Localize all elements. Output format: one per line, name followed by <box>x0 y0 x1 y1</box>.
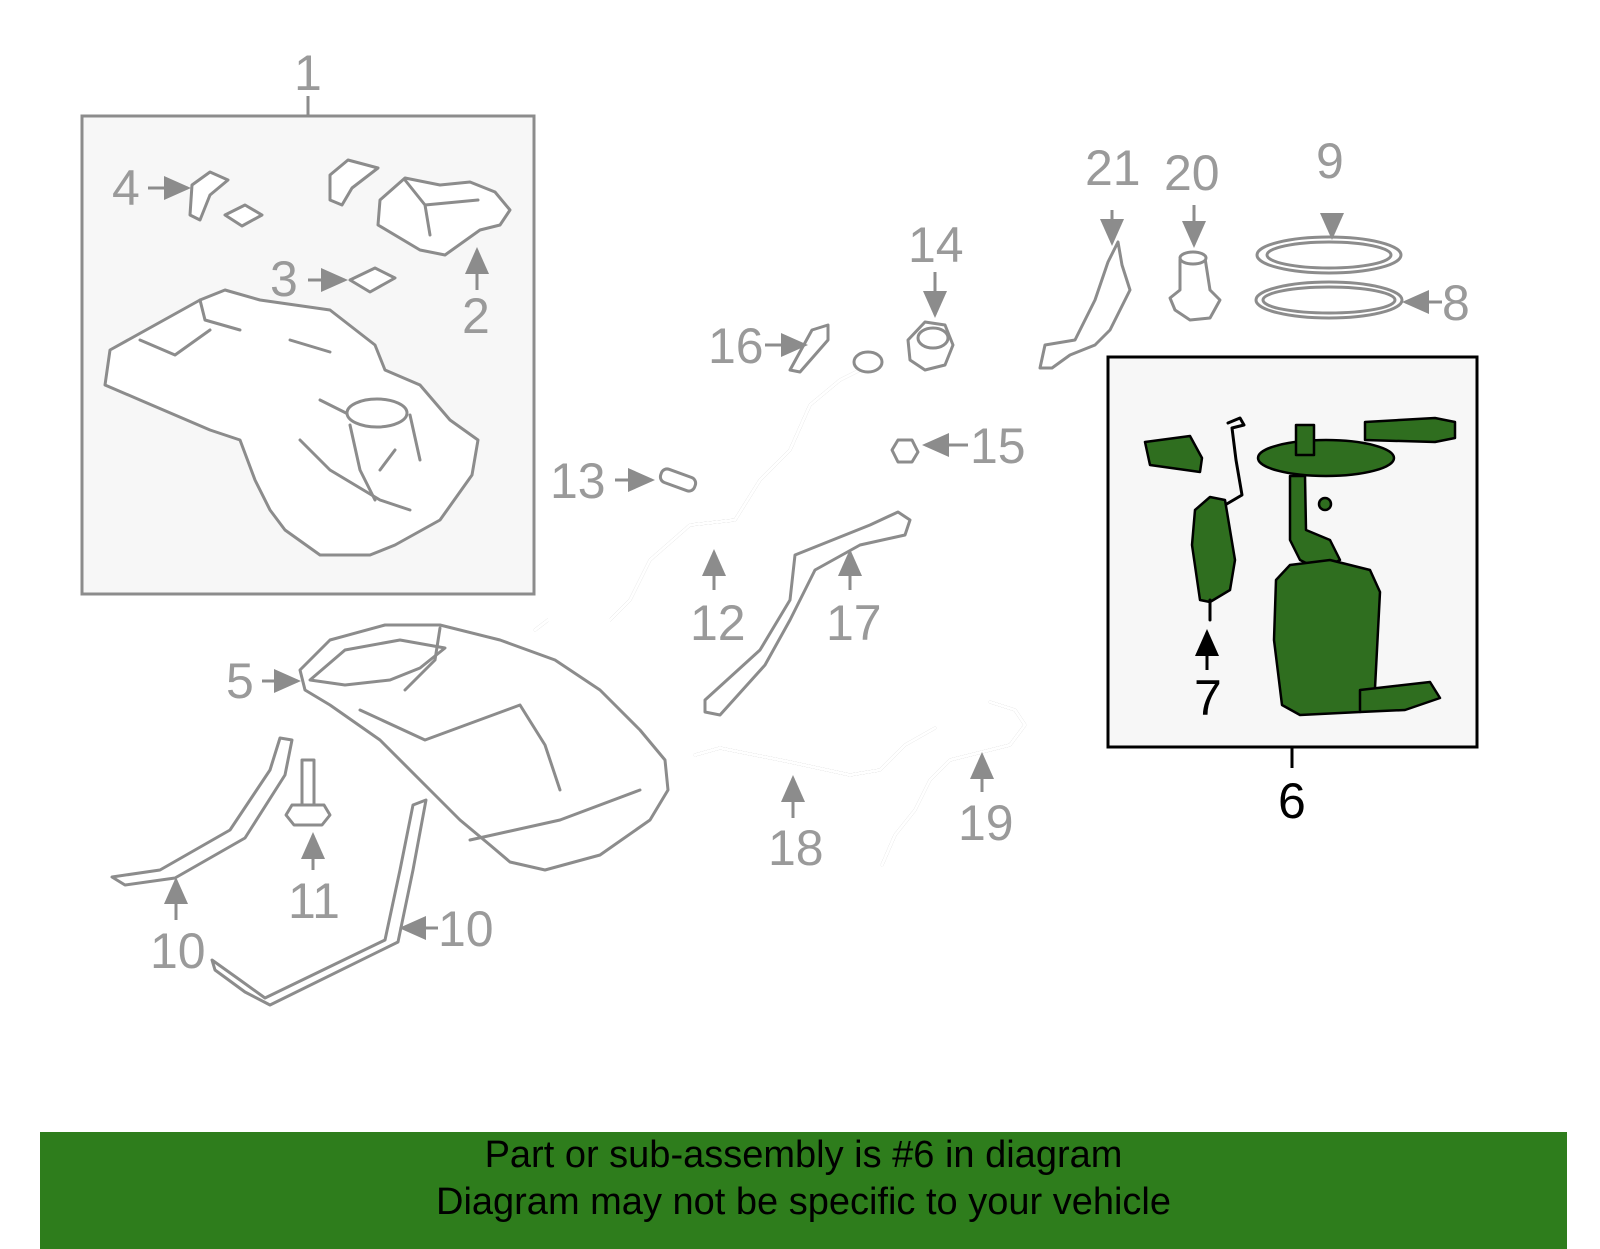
bracket-part-16[interactable] <box>788 323 830 374</box>
lock-ring-part-9[interactable] <box>1255 235 1403 275</box>
banner-line-2: Diagram may not be specific to your vehi… <box>436 1181 1171 1223</box>
callout-4[interactable]: 4 <box>112 160 140 216</box>
callout-5[interactable]: 5 <box>226 653 254 709</box>
bracket-part-4[interactable] <box>188 170 264 228</box>
callout-7[interactable]: 7 <box>1194 670 1222 726</box>
hose-part-13[interactable] <box>658 467 698 493</box>
callout-3[interactable]: 3 <box>270 251 298 307</box>
callout-10-right[interactable]: 10 <box>438 901 494 957</box>
callout-11[interactable]: 11 <box>288 873 340 929</box>
shield-part-17[interactable] <box>703 510 912 717</box>
callout-12[interactable]: 12 <box>690 595 746 651</box>
clip-part-15[interactable] <box>890 438 920 464</box>
callout-17[interactable]: 17 <box>826 595 882 651</box>
bolt-part-11[interactable] <box>284 758 332 827</box>
tank-shield-part-2[interactable] <box>328 158 512 257</box>
grommet-part-14[interactable] <box>906 320 955 372</box>
callout-1[interactable]: 1 <box>294 45 322 101</box>
tank-strap-left[interactable] <box>110 736 294 887</box>
callout-18[interactable]: 18 <box>768 820 824 876</box>
fuel-tank[interactable] <box>103 288 480 557</box>
callout-10-left[interactable]: 10 <box>150 923 206 979</box>
callout-15[interactable]: 15 <box>970 418 1026 474</box>
seal-part-8[interactable] <box>1254 280 1404 320</box>
banner-line-1: Part or sub-assembly is #6 in diagram <box>484 1134 1123 1176</box>
callout-14[interactable]: 14 <box>908 217 964 273</box>
callout-9[interactable]: 9 <box>1316 133 1344 189</box>
callout-19[interactable]: 19 <box>958 795 1014 851</box>
filler-neck <box>852 350 884 374</box>
callout-20[interactable]: 20 <box>1164 145 1220 201</box>
callout-2[interactable]: 2 <box>462 288 490 344</box>
pad-part-3[interactable] <box>348 266 397 294</box>
callout-16[interactable]: 16 <box>708 318 764 374</box>
fuel-pump-module[interactable] <box>1143 416 1457 717</box>
valve-part-20[interactable] <box>1168 250 1222 322</box>
heat-shield[interactable] <box>298 623 670 872</box>
tank-strap-right[interactable] <box>210 798 428 1007</box>
bracket-part-21[interactable] <box>1038 240 1132 370</box>
info-banner: Part or sub-assembly is #6 in diagram Di… <box>40 1132 1567 1249</box>
callout-8[interactable]: 8 <box>1442 275 1470 331</box>
callout-6[interactable]: 6 <box>1278 773 1306 829</box>
callout-13[interactable]: 13 <box>550 453 606 509</box>
callout-21[interactable]: 21 <box>1085 140 1141 196</box>
